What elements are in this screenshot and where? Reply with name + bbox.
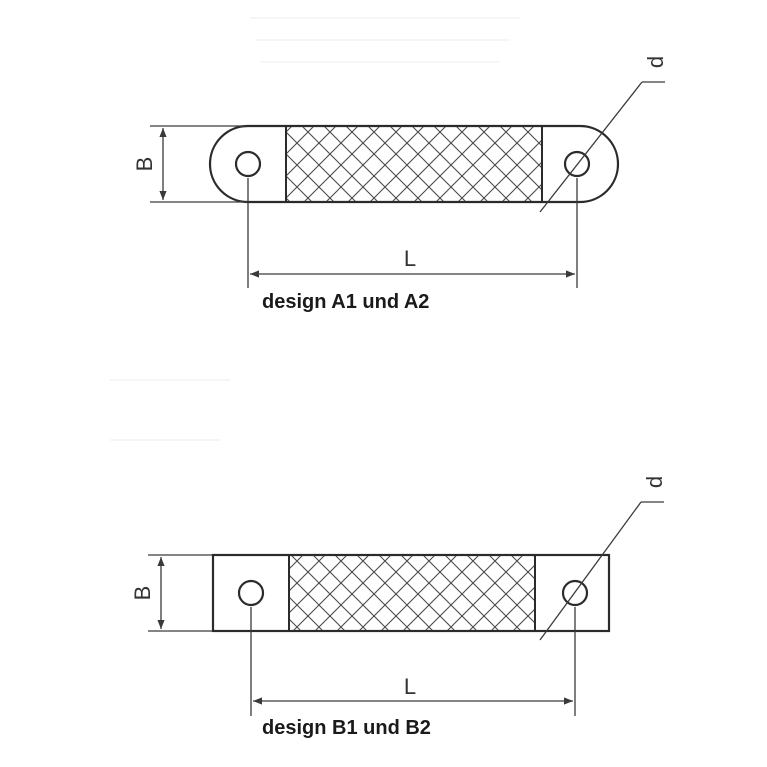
right-hole — [561, 579, 589, 607]
hole-diameter-leader: d — [539, 56, 668, 213]
hole-label: d — [642, 476, 667, 488]
hole-label: d — [643, 56, 668, 68]
length-label: L — [404, 674, 416, 699]
length-label: L — [404, 246, 416, 271]
faint-background-marks — [110, 17, 520, 441]
left-hole — [237, 579, 265, 607]
width-dimension: B — [130, 554, 212, 632]
diagram-design-a: B L d design A1 und A2 — [132, 56, 668, 313]
width-label: B — [130, 586, 155, 601]
left-hole — [234, 150, 262, 178]
length-dimension: L — [247, 178, 578, 288]
diagram-design-b: B L d design B1 und B2 — [130, 476, 667, 739]
right-hole — [563, 150, 591, 178]
caption-design-b: design B1 und B2 — [262, 717, 431, 739]
hole-diameter-leader: d — [539, 476, 667, 641]
length-dimension: L — [250, 607, 576, 716]
knurled-grip — [285, 125, 543, 203]
width-label: B — [132, 157, 157, 172]
width-dimension: B — [132, 125, 246, 203]
handle-body-rounded — [208, 124, 620, 204]
caption-design-a: design A1 und A2 — [262, 291, 429, 313]
knurled-grip — [288, 554, 536, 632]
